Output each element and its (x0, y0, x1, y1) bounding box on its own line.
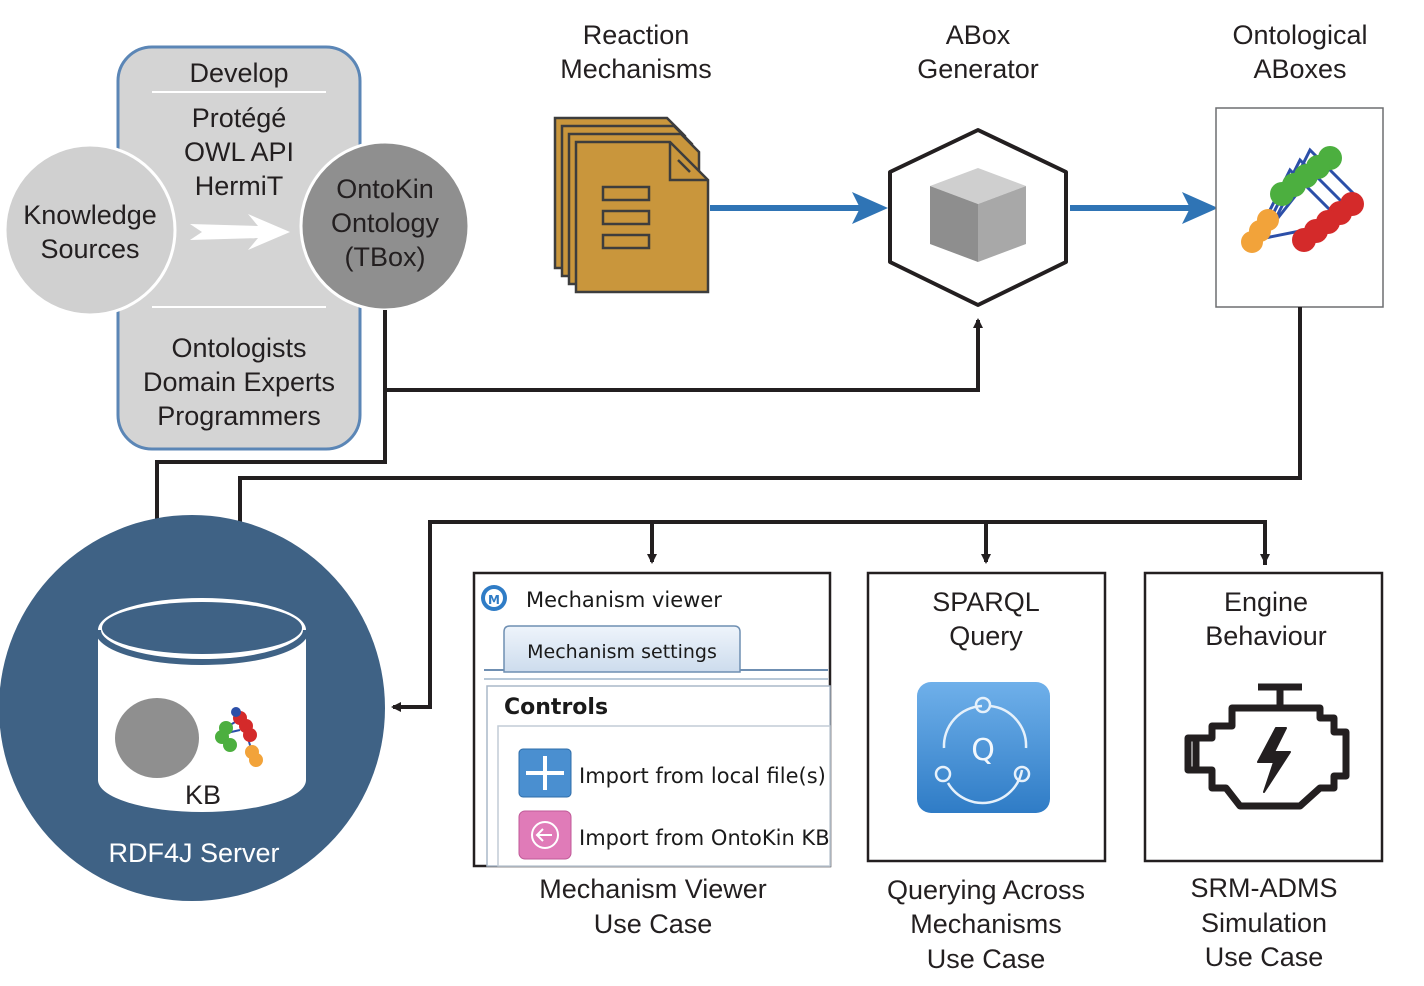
knowledge-sources-line1: Knowledge (23, 200, 157, 230)
usecase-querying-line1: Querying Across (887, 875, 1085, 905)
kb-tbox-circle (115, 698, 199, 778)
ontological-aboxes-line2: ABoxes (1253, 54, 1346, 84)
knowledge-sources-line2: Sources (40, 234, 139, 264)
import-kb-button[interactable]: Import from OntoKin KB (518, 810, 830, 860)
ontokin-line2: Ontology (331, 208, 440, 238)
knowledge-sources-circle: Knowledge Sources (3, 143, 177, 317)
kb-molecule-icon (215, 707, 263, 767)
develop-tool-hermit: HermiT (195, 171, 284, 201)
develop-people-programmers: Programmers (157, 401, 321, 431)
ontokin-line1: OntoKin (336, 174, 434, 204)
ontological-aboxes-line1: Ontological (1232, 20, 1367, 50)
sparql-line2: Query (949, 621, 1023, 651)
develop-people-experts: Domain Experts (143, 367, 335, 397)
import-local-button[interactable]: Import from local file(s) (518, 748, 826, 798)
flow-arrowhead-1 (852, 192, 888, 224)
app-logo-icon: M (481, 585, 507, 611)
connector-kb-to-usecases (391, 520, 1267, 712)
usecase-srm-line1: SRM-ADMS (1191, 873, 1338, 903)
usecase-querying-line3: Use Case (927, 944, 1046, 974)
sparql-line1: SPARQL (932, 587, 1040, 617)
usecase-srm-line2: Simulation (1201, 908, 1327, 938)
develop-title: Develop (189, 58, 288, 88)
window-title: Mechanism viewer (526, 588, 722, 612)
import-local-label: Import from local file(s) (579, 764, 826, 788)
svg-text:M: M (488, 593, 500, 607)
develop-box: Develop Protégé OWL API HermiT Ontologis… (116, 45, 362, 451)
develop-flow-arrow (190, 214, 290, 250)
reaction-mechanisms-line2: Mechanisms (560, 54, 712, 84)
import-kb-label: Import from OntoKin KB (579, 826, 830, 850)
develop-tool-owlapi: OWL API (184, 137, 294, 167)
sparql-query-box: SPARQL Query Q (866, 571, 1107, 863)
engine-line1: Engine (1224, 587, 1308, 617)
usecase-querying-line2: Mechanisms (910, 909, 1062, 939)
cube-icon (888, 128, 1068, 307)
engine-behaviour-box: Engine Behaviour (1143, 571, 1384, 863)
flow-arrowhead-2 (1182, 192, 1218, 224)
engine-icon (1184, 683, 1350, 810)
connector-ontokin-to-generator (383, 310, 983, 392)
ontokin-ontology-circle: OntoKin Ontology (TBox) (299, 140, 471, 312)
tab-label: Mechanism settings (527, 641, 717, 663)
molecule-icon (1241, 146, 1364, 253)
ontokin-line3: (TBox) (345, 242, 426, 272)
sparql-icon: Q (917, 682, 1050, 813)
mechanism-viewer-window: M Mechanism viewer Mechanism settings Co… (472, 571, 832, 868)
usecase-viewer-line1: Mechanism Viewer (539, 874, 767, 904)
tab-mechanism-settings[interactable]: Mechanism settings (503, 625, 741, 673)
abox-generator-line1: ABox (946, 20, 1011, 50)
reaction-mechanisms-line1: Reaction (583, 20, 690, 50)
svg-text:Q: Q (971, 733, 995, 768)
develop-people-ontologists: Ontologists (171, 333, 306, 363)
import-kb-icon (531, 821, 559, 849)
rdf4j-server: KB RDF4J Server (0, 515, 385, 901)
document-stack-icon (553, 116, 710, 294)
engine-line2: Behaviour (1205, 621, 1327, 651)
rdf4j-server-label: RDF4J Server (108, 838, 279, 868)
develop-tool-protege: Protégé (192, 103, 287, 133)
usecase-srm-line3: Use Case (1205, 942, 1324, 972)
kb-label: KB (185, 780, 221, 810)
plus-icon (526, 756, 564, 790)
controls-group-label: Controls (504, 695, 608, 720)
abox-generator-line2: Generator (917, 54, 1039, 84)
usecase-viewer-line2: Use Case (594, 909, 713, 939)
